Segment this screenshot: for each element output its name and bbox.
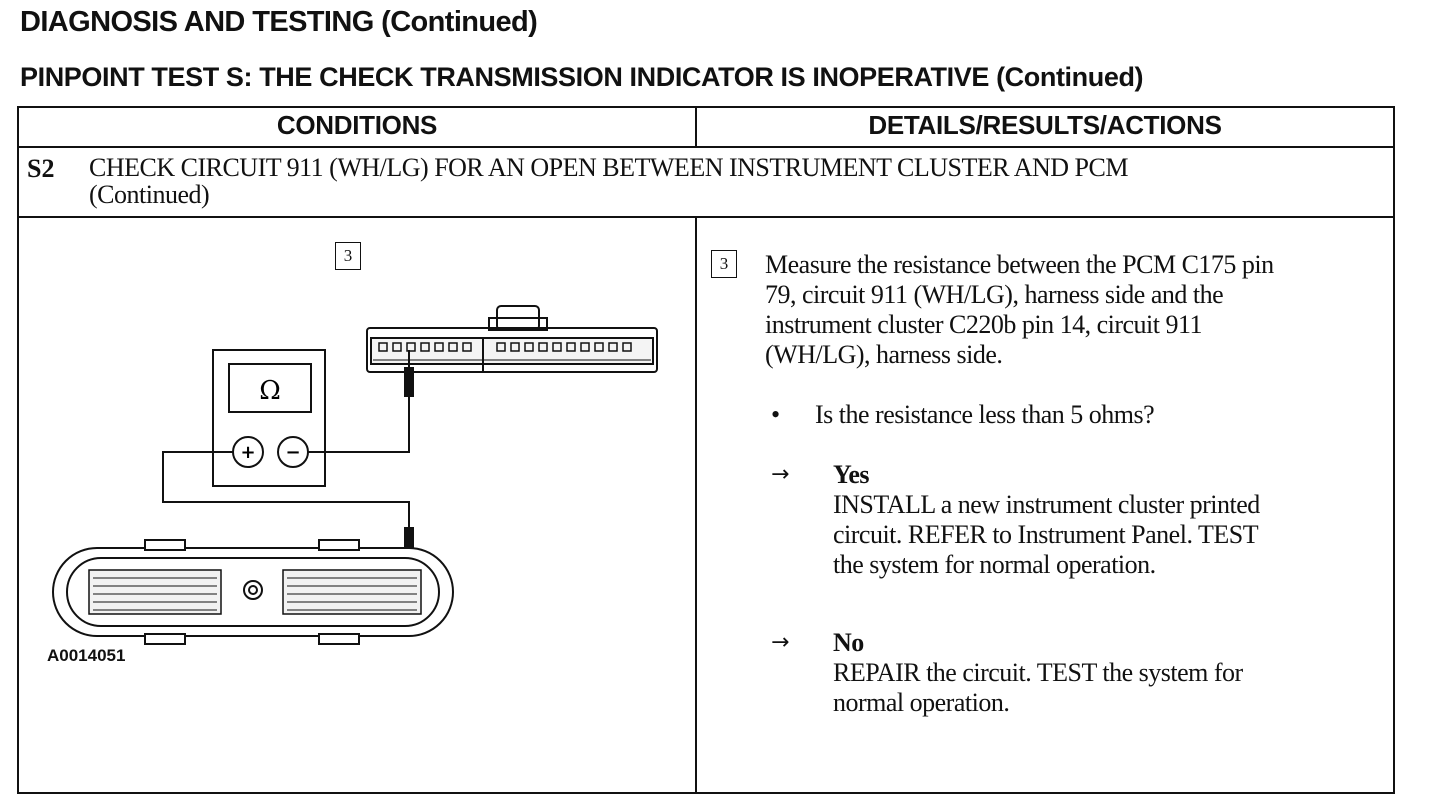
yes-label: Yes xyxy=(833,460,870,489)
table-header-row: CONDITIONS DETAILS/RESULTS/ACTIONS xyxy=(19,108,1393,148)
question-text: Is the resistance less than 5 ohms? xyxy=(815,400,1155,429)
no-action-line: normal operation. xyxy=(833,688,1010,717)
body-column-divider xyxy=(695,218,697,792)
pinpoint-test-title: PINPOINT TEST S: THE CHECK TRANSMISSION … xyxy=(20,62,1144,93)
instruction-line: Measure the resistance between the PCM C… xyxy=(765,250,1274,279)
yes-answer: Yes INSTALL a new instrument cluster pri… xyxy=(833,460,1260,580)
pinpoint-test-table: CONDITIONS DETAILS/RESULTS/ACTIONS S2 CH… xyxy=(17,106,1395,794)
ohmmeter: Ω + − xyxy=(212,349,326,487)
header-column-divider xyxy=(695,108,697,146)
no-label: No xyxy=(833,628,864,657)
pinpoint-test-name: PINPOINT TEST S: THE CHECK TRANSMISSION … xyxy=(20,62,989,92)
details-ref-box: 3 xyxy=(711,250,737,278)
instruction-text: Measure the resistance between the PCM C… xyxy=(765,250,1274,370)
instrument-cluster-connector xyxy=(366,305,658,373)
instruction-line: instrument cluster C220b pin 14, circuit… xyxy=(765,310,1203,339)
instruction-line: (WH/LG), harness side. xyxy=(765,340,1003,369)
ohmmeter-diagram: Ω + − xyxy=(52,305,658,645)
figure-ref-box: 3 xyxy=(335,242,361,270)
no-action-line: REPAIR the circuit. TEST the system for xyxy=(833,658,1243,687)
minus-terminal: − xyxy=(285,442,300,463)
ohm-symbol: Ω xyxy=(259,376,281,406)
no-answer: No REPAIR the circuit. TEST the system f… xyxy=(833,628,1243,718)
step-row: S2 CHECK CIRCUIT 911 (WH/LG) FOR AN OPEN… xyxy=(19,148,1393,218)
figure-id: A0014051 xyxy=(47,646,126,665)
pinpoint-test-continued: (Continued) xyxy=(996,62,1144,92)
no-arrow-icon: → xyxy=(771,630,790,655)
header-conditions: CONDITIONS xyxy=(276,110,438,140)
yes-action-line: INSTALL a new instrument cluster printed xyxy=(833,490,1260,519)
section-title: DIAGNOSIS AND TESTING (Continued) xyxy=(20,6,538,38)
bullet: • xyxy=(771,400,781,429)
instruction-line: 79, circuit 911 (WH/LG), harness side an… xyxy=(765,280,1224,309)
yes-arrow-icon: → xyxy=(771,462,790,487)
pcm-connector xyxy=(52,539,454,645)
step-title-line: CHECK CIRCUIT 911 (WH/LG) FOR AN OPEN BE… xyxy=(89,153,1128,182)
step-id: S2 xyxy=(27,154,55,183)
yes-action-line: circuit. REFER to Instrument Panel. TEST xyxy=(833,520,1259,549)
step-title-continued: (Continued) xyxy=(89,180,210,209)
step-title: CHECK CIRCUIT 911 (WH/LG) FOR AN OPEN BE… xyxy=(89,154,1128,208)
header-details: DETAILS/RESULTS/ACTIONS xyxy=(868,110,1222,140)
yes-action-line: the system for normal operation. xyxy=(833,550,1156,579)
plus-terminal: + xyxy=(240,442,255,463)
